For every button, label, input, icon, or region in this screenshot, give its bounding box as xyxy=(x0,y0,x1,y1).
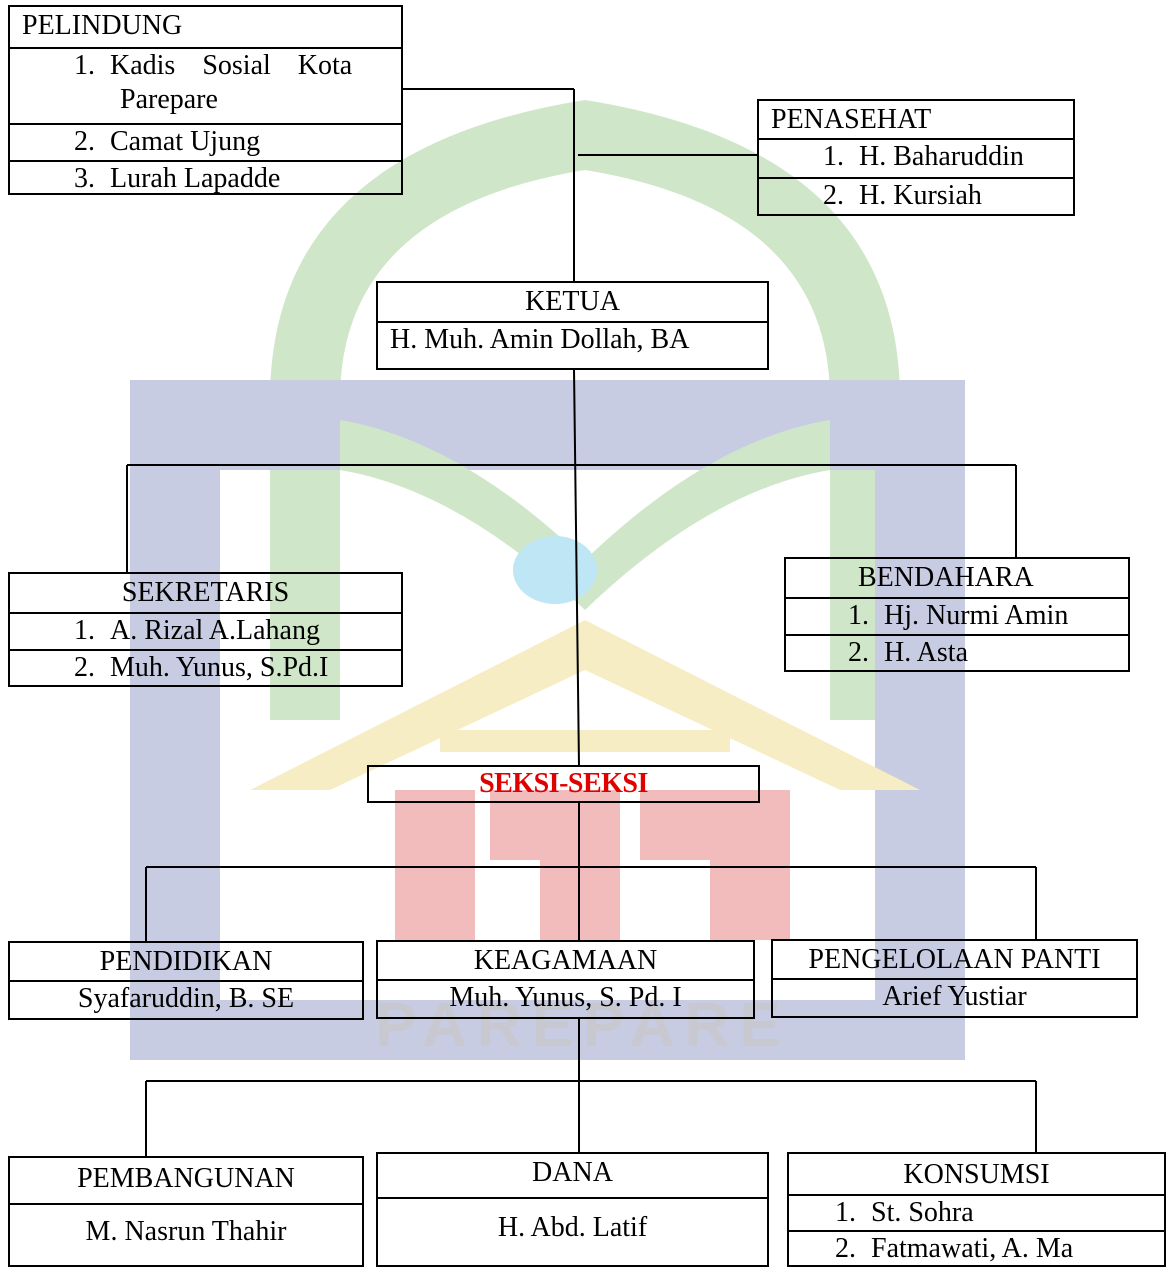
konsumsi-item-1-name: St. Sohra xyxy=(871,1197,974,1228)
pembangunan-name: M. Nasrun Thahir xyxy=(10,1203,362,1267)
penasehat-title: PENASEHAT xyxy=(771,104,932,135)
dana-name: H. Abd. Latif xyxy=(378,1197,767,1267)
watermark-green-arch xyxy=(270,100,900,400)
watermark-blue-bottom xyxy=(130,1000,965,1060)
penasehat-box: PENASEHAT 1. H. Baharuddin 2. H. Kursiah xyxy=(757,99,1075,216)
keagamaan-box: KEAGAMAAN Muh. Yunus, S. Pd. I xyxy=(376,940,755,1019)
seksi-box: SEKSI-SEKSI xyxy=(367,765,760,803)
pembangunan-title: PEMBANGUNAN xyxy=(77,1163,295,1194)
konsumsi-item-1-num: 1. xyxy=(835,1197,856,1228)
pengelolaan-title: PENGELOLAAN PANTI xyxy=(808,944,1101,975)
penasehat-item-1-name: H. Baharuddin xyxy=(859,141,1024,172)
konsumsi-item-1: 1. St. Sohra xyxy=(789,1194,1164,1230)
dana-title: DANA xyxy=(532,1157,613,1188)
pengelolaan-box: PENGELOLAAN PANTI Arief Yustiar xyxy=(771,939,1138,1018)
watermark-yellow-roof xyxy=(250,620,920,790)
pelindung-item-1-num: 1. xyxy=(74,50,95,81)
sekretaris-item-1: 1. A. Rizal A.Lahang xyxy=(10,612,401,648)
konsumsi-item-2-num: 2. xyxy=(835,1233,856,1264)
sekretaris-box: SEKRETARIS 1. A. Rizal A.Lahang 2. Muh. Yu… xyxy=(8,572,403,687)
pelindung-item-2: 2. Camat Ujung xyxy=(10,123,401,159)
penasehat-item-1-num: 1. xyxy=(823,141,844,172)
pelindung-box: PELINDUNG 1. Kadis Sosial Kota Parepare 2… xyxy=(8,5,403,195)
watermark-red-block-3 xyxy=(640,790,790,940)
bendahara-item-1: 1. Hj. Nurmi Amin xyxy=(786,597,1128,633)
pengelolaan-name: Arief Yustiar xyxy=(773,978,1136,1014)
pembangunan-box: PEMBANGUNAN M. Nasrun Thahir xyxy=(8,1156,364,1267)
konsumsi-item-2: 2. Fatmawati, A. Ma xyxy=(789,1230,1164,1266)
sekretaris-item-2: 2. Muh. Yunus, S.Pd.I xyxy=(10,649,401,685)
bendahara-title: BENDAHARA xyxy=(858,562,1034,593)
pelindung-item-1: 1. Kadis Sosial Kota Parepare xyxy=(10,47,401,123)
ketua-name: H. Muh. Amin Dollah, BA xyxy=(378,321,767,357)
keagamaan-name: Muh. Yunus, S. Pd. I xyxy=(378,979,753,1015)
ketua-title: KETUA xyxy=(525,286,620,317)
keagamaan-title: KEAGAMAAN xyxy=(473,945,658,976)
pelindung-item-1-name: Kadis Sosial Kota xyxy=(110,50,353,81)
konsumsi-box: KONSUMSI 1. St. Sohra 2. Fatmawati, A. Ma xyxy=(787,1152,1166,1267)
pelindung-item-3-num: 3. xyxy=(74,163,95,194)
pelindung-item-2-name: Camat Ujung xyxy=(110,126,261,157)
sekretaris-item-2-name: Muh. Yunus, S.Pd.I xyxy=(110,652,329,683)
konsumsi-title: KONSUMSI xyxy=(903,1159,1050,1190)
sekretaris-title: SEKRETARIS xyxy=(121,577,290,608)
dana-box: DANA H. Abd. Latif xyxy=(376,1152,769,1267)
penasehat-item-2-name: H. Kursiah xyxy=(859,180,982,211)
pelindung-item-2-num: 2. xyxy=(74,126,95,157)
ketua-box: KETUA H. Muh. Amin Dollah, BA xyxy=(376,281,769,370)
pelindung-title: PELINDUNG xyxy=(22,10,183,41)
sekretaris-item-2-num: 2. xyxy=(74,652,95,683)
pelindung-item-3-name: Lurah Lapadde xyxy=(110,163,281,194)
watermark-blue-frame xyxy=(130,380,585,1000)
pelindung-item-3: 3. Lurah Lapadde xyxy=(10,160,401,196)
watermark-red-block-2 xyxy=(490,790,620,940)
line-main-mid xyxy=(573,368,580,767)
bendahara-item-2-name: H. Asta xyxy=(884,637,968,668)
penasehat-item-2-num: 2. xyxy=(823,180,844,211)
seksi-title: SEKSI-SEKSI xyxy=(479,768,648,799)
watermark-green-book xyxy=(340,420,830,610)
konsumsi-item-2-name: Fatmawati, A. Ma xyxy=(871,1233,1074,1264)
bendahara-item-1-num: 1. xyxy=(848,600,869,631)
penasehat-item-1: 1. H. Baharuddin xyxy=(759,138,1073,174)
watermark-yellow-bar xyxy=(440,730,730,752)
pendidikan-box: PENDIDIKAN Syafaruddin, B. SE xyxy=(8,941,364,1020)
sekretaris-item-1-num: 1. xyxy=(74,615,95,646)
bendahara-item-2-num: 2. xyxy=(848,637,869,668)
pendidikan-title: PENDIDIKAN xyxy=(99,946,273,977)
pelindung-item-1-name-cont: Parepare xyxy=(120,84,218,115)
watermark-red-block-1 xyxy=(395,790,475,940)
sekretaris-item-1-name: A. Rizal A.Lahang xyxy=(110,615,320,646)
pendidikan-name: Syafaruddin, B. SE xyxy=(10,980,362,1016)
watermark-blue-frame-right xyxy=(585,380,965,1000)
bendahara-box: BENDAHARA 1. Hj. Nurmi Amin 2. H. Asta xyxy=(784,557,1130,672)
bendahara-item-2: 2. H. Asta xyxy=(786,634,1128,670)
penasehat-item-2: 2. H. Kursiah xyxy=(759,177,1073,213)
bendahara-item-1-name: Hj. Nurmi Amin xyxy=(884,600,1069,631)
